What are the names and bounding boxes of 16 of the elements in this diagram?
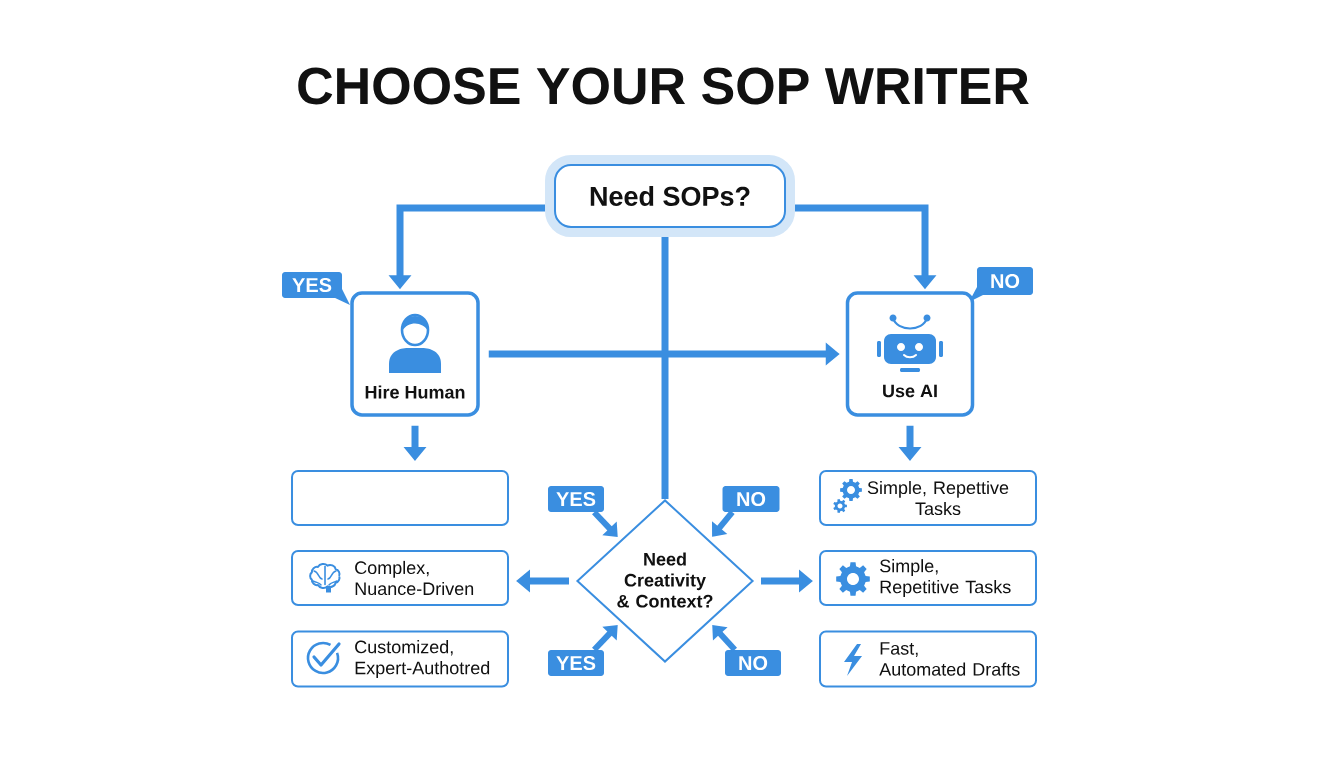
tag-badge: YES xyxy=(548,650,604,676)
question-box: Need SOPs? xyxy=(545,155,795,237)
speech-badge: NO xyxy=(969,267,1033,302)
result-box: Fast, Automated Drafts xyxy=(819,630,1037,688)
speech-badge: YES xyxy=(282,272,350,305)
tag-badge: NO xyxy=(722,486,780,512)
result-box: Customized, Expert-Authotred xyxy=(291,630,509,688)
arrow xyxy=(712,625,738,652)
result-box: Complex, Nuance-Driven xyxy=(291,550,509,606)
result-box: Simple, Repetitive Tasks xyxy=(819,550,1037,606)
title: CHOOSE YOUR SOP WRITER xyxy=(298,67,1029,105)
empty-box xyxy=(291,470,509,526)
tag-badge: NO xyxy=(725,650,781,676)
tag-badge: YES xyxy=(548,486,604,512)
result-box: Simple, Repettive Tasks xyxy=(819,470,1037,526)
arrow xyxy=(712,510,735,537)
